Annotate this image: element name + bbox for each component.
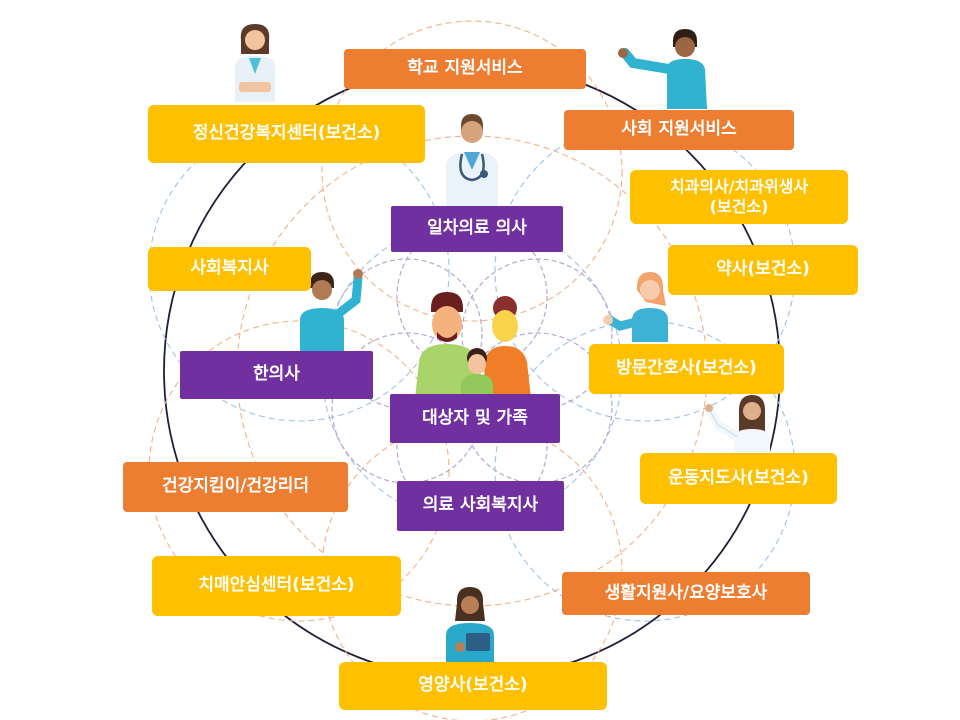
man-pointing-icon [300,269,363,352]
label-primary-doctor: 일차의료 의사 [391,206,563,252]
label-school-support: 학교 지원서비스 [344,49,586,89]
label-family-center: 대상자 및 가족 [390,394,560,443]
nutritionist-tablet-icon [446,587,494,665]
label-pharmacist: 약사(보건소) [668,245,858,295]
label-dementia-center: 치매안심센터(보건소) [152,556,401,616]
label-social-worker: 사회복지사 [148,247,311,291]
label-visiting-nurse: 방문간호사(보건소) [589,344,784,394]
label-social-support: 사회 지원서비스 [564,110,794,150]
label-korean-medicine-doctor: 한의사 [180,351,373,399]
label-nutritionist: 영양사(보건소) [339,662,607,710]
label-exercise-instructor: 운동지도사(보건소) [640,453,837,504]
woman-pointing-icon [705,395,770,455]
label-dentist: 치과의사/치과위생사 (보건소) [630,170,848,224]
man-waving-icon [618,29,707,109]
nurse-pointing-icon [603,272,668,342]
label-health-keeper: 건강지킴이/건강리더 [123,462,348,512]
label-mental-health-center: 정신건강복지센터(보건소) [148,105,425,163]
doctor-woman-icon [235,24,275,102]
family-icon [415,292,531,398]
doctor-stethoscope-icon [446,114,498,208]
label-care-worker: 생활지원사/요양보호사 [562,572,810,615]
label-medical-social-worker: 의료 사회복지사 [397,481,564,531]
